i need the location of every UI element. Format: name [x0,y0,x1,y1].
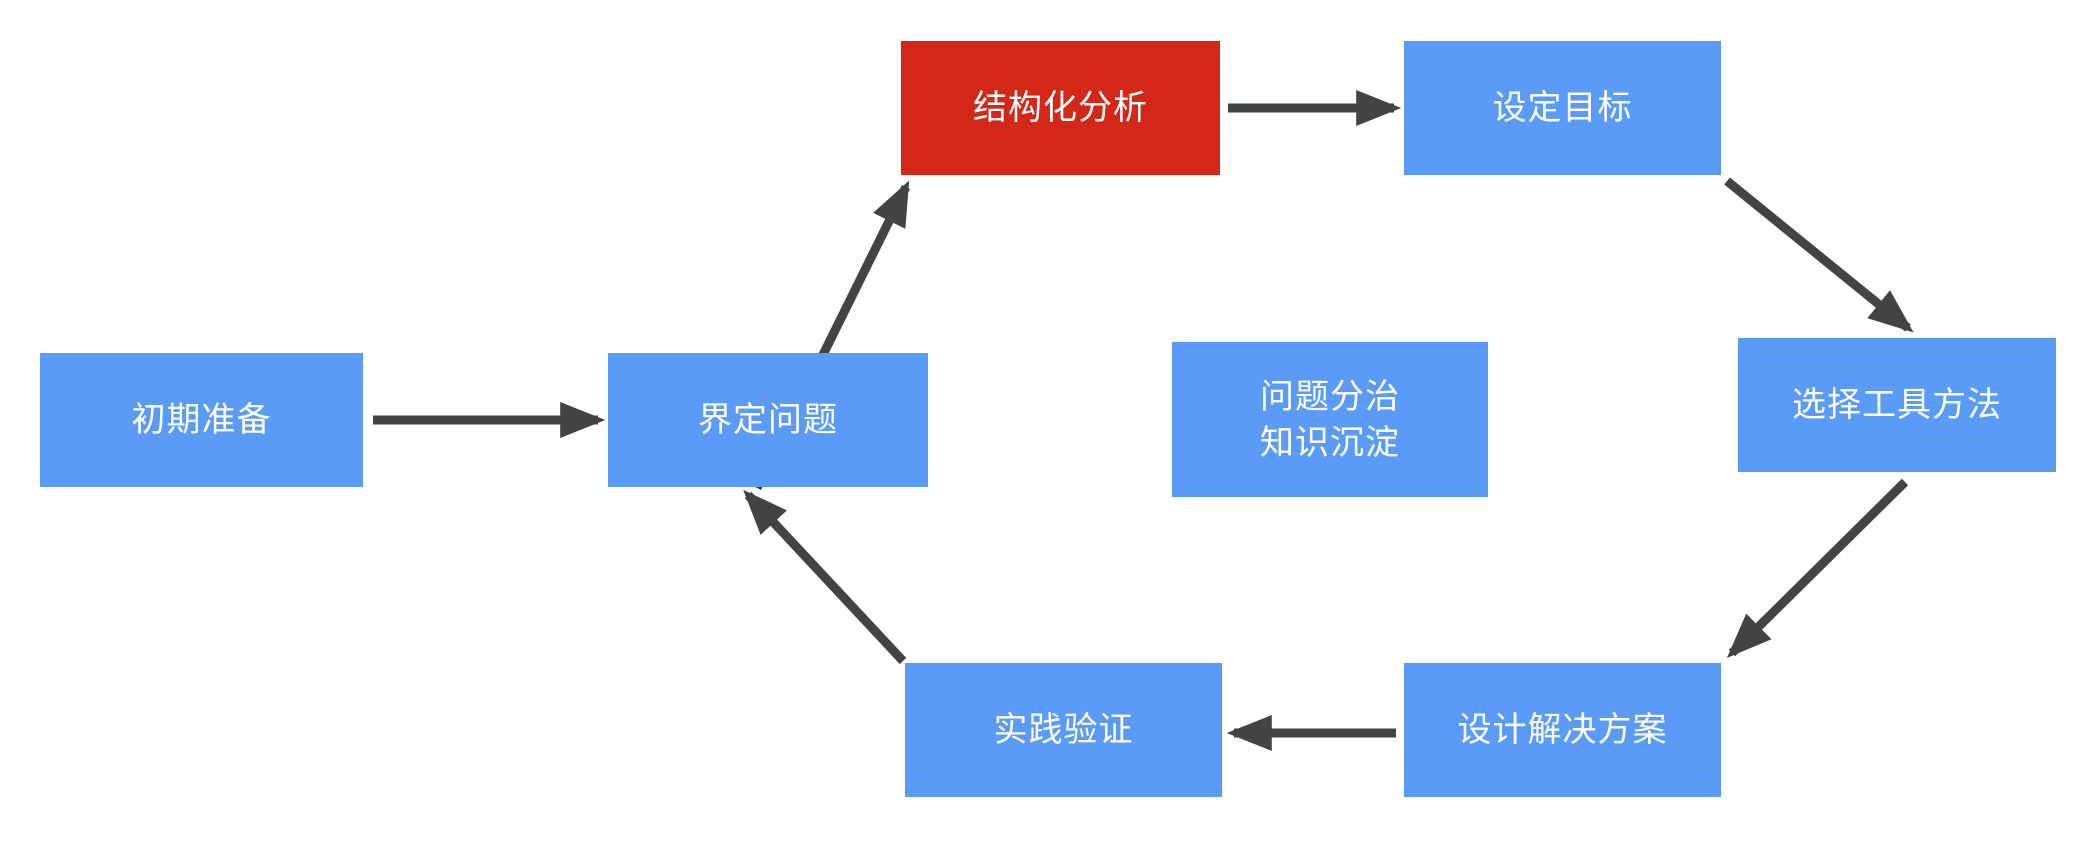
node-design[interactable]: 设计解决方案 [1404,663,1721,797]
node-define[interactable]: 界定问题 [608,353,928,487]
node-tools[interactable]: 选择工具方法 [1738,338,2056,472]
node-tools-label: 选择工具方法 [1792,386,2002,424]
node-goal[interactable]: 设定目标 [1404,41,1721,175]
node-note[interactable]: 问题分治 知识沉淀 [1172,342,1488,497]
node-goal-label: 设定目标 [1492,89,1633,127]
node-note-label: 问题分治 知识沉淀 [1260,377,1400,462]
node-practice-label: 实践验证 [993,711,1134,749]
node-prep[interactable]: 初期准备 [40,353,363,487]
node-define-label: 界定问题 [698,401,838,439]
node-practice[interactable]: 实践验证 [905,663,1222,797]
node-structured-label: 结构化分析 [973,89,1148,127]
edge-tools-to-design [1726,478,1909,659]
node-prep-label: 初期准备 [131,401,272,439]
edge-practice-to-define [743,489,907,665]
edge-goal-to-tools [1724,177,1914,333]
node-structured[interactable]: 结构化分析 [901,41,1220,175]
node-design-label: 设计解决方案 [1457,711,1668,749]
